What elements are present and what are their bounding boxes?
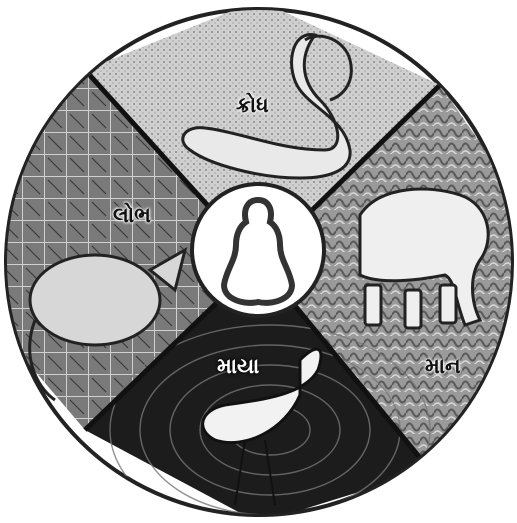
label-maya: માયા xyxy=(217,354,259,379)
label-krodh: ક્રોધ xyxy=(236,93,269,118)
meditating-figure-medallion xyxy=(192,184,324,316)
label-maan: માન xyxy=(425,354,461,379)
label-lobh: લોભ xyxy=(113,203,151,228)
